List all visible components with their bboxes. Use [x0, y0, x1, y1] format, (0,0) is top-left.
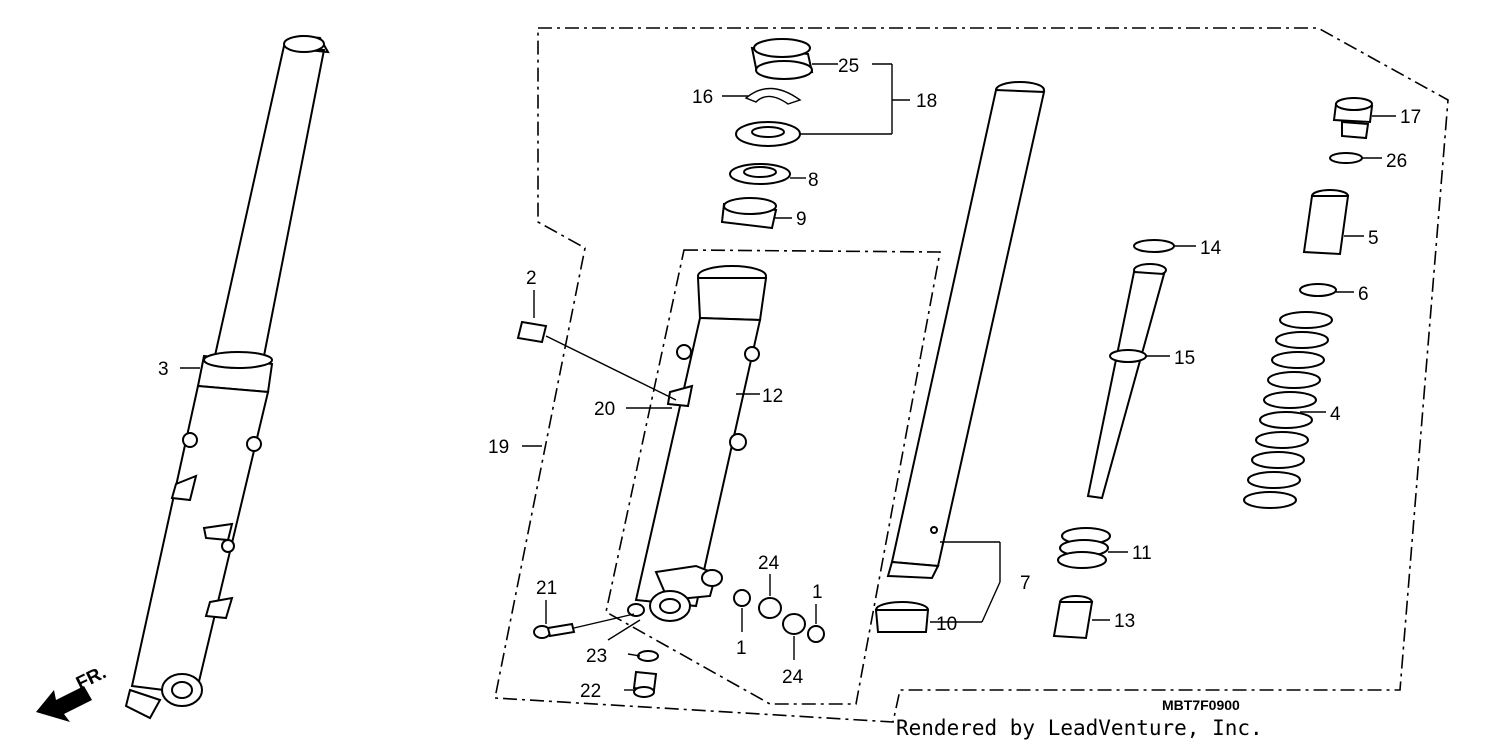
- callout-16: 16: [692, 87, 713, 108]
- callout-14: 14: [1200, 238, 1222, 259]
- callout-20: 20: [594, 399, 615, 420]
- callout-5: 5: [1368, 228, 1379, 249]
- part-15-damper-rod: [1086, 263, 1167, 500]
- callout-8: 8: [808, 170, 819, 191]
- part-1-washer-a: [733, 589, 751, 607]
- assembly-boundary-19: [494, 27, 1449, 723]
- callout-7: 7: [1020, 573, 1031, 594]
- part-21-bolt: [533, 600, 635, 639]
- callout-11: 11: [1132, 543, 1152, 564]
- part-6-washer: [1299, 283, 1337, 297]
- fork-inner-tube: [886, 81, 1046, 580]
- callout-12: 12: [762, 386, 783, 407]
- callout-23: 23: [586, 646, 607, 667]
- diagram-code: MBT7F0900: [1162, 697, 1240, 713]
- callout-24-lower: 24: [782, 667, 804, 688]
- callout-13: 13: [1114, 611, 1135, 632]
- callout-10: 10: [936, 614, 957, 635]
- part-10-bushing: [874, 601, 930, 633]
- render-credit: Rendered by LeadVenture, Inc.: [896, 716, 1263, 740]
- callout-6: 6: [1358, 284, 1369, 305]
- callout-3: 3: [158, 359, 169, 380]
- leader-lines: [180, 63, 1396, 621]
- sub-assembly-boundary-20: [605, 249, 941, 705]
- part-22-bolt: [632, 670, 658, 698]
- part-13-oil-lock-piece: [1052, 595, 1094, 640]
- callout-21: 21: [536, 578, 557, 599]
- callout-17: 17: [1400, 107, 1421, 128]
- callout-9: 9: [796, 209, 807, 230]
- seal-stack: [720, 38, 814, 230]
- part-26-o-ring: [1329, 152, 1363, 164]
- assembled-fork: [124, 34, 330, 720]
- callout-numbers: 3 25 16 18 8 9 2 20 12 19 21 23 22 1 24 …: [158, 56, 1421, 702]
- fork-outer-tube: [627, 265, 768, 622]
- callout-15: 15: [1174, 348, 1195, 369]
- part-5-spacer: [1302, 189, 1350, 256]
- callout-2: 2: [526, 268, 537, 289]
- front-direction-arrow-icon: [36, 686, 92, 722]
- part-11-rebound-spring: [1057, 527, 1111, 569]
- callout-18: 18: [916, 91, 937, 112]
- callout-24-upper: 24: [758, 553, 780, 574]
- callout-25: 25: [838, 56, 859, 77]
- callout-4: 4: [1330, 404, 1341, 425]
- part-14-ring: [1133, 239, 1175, 253]
- part-24-collar-a: [758, 597, 782, 619]
- callout-26: 26: [1386, 151, 1407, 172]
- part-1-washer-b: [807, 625, 825, 643]
- callout-1-lower: 1: [736, 638, 747, 659]
- callout-22: 22: [580, 681, 601, 702]
- part-24-collar-b: [782, 613, 806, 635]
- part-4-fork-spring: [1243, 311, 1333, 509]
- callout-1-upper: 1: [812, 582, 823, 603]
- part-23-washer: [637, 650, 659, 662]
- part-17-fork-cap: [1332, 97, 1374, 140]
- callout-19: 19: [488, 437, 509, 458]
- part-2-collar: [516, 320, 548, 344]
